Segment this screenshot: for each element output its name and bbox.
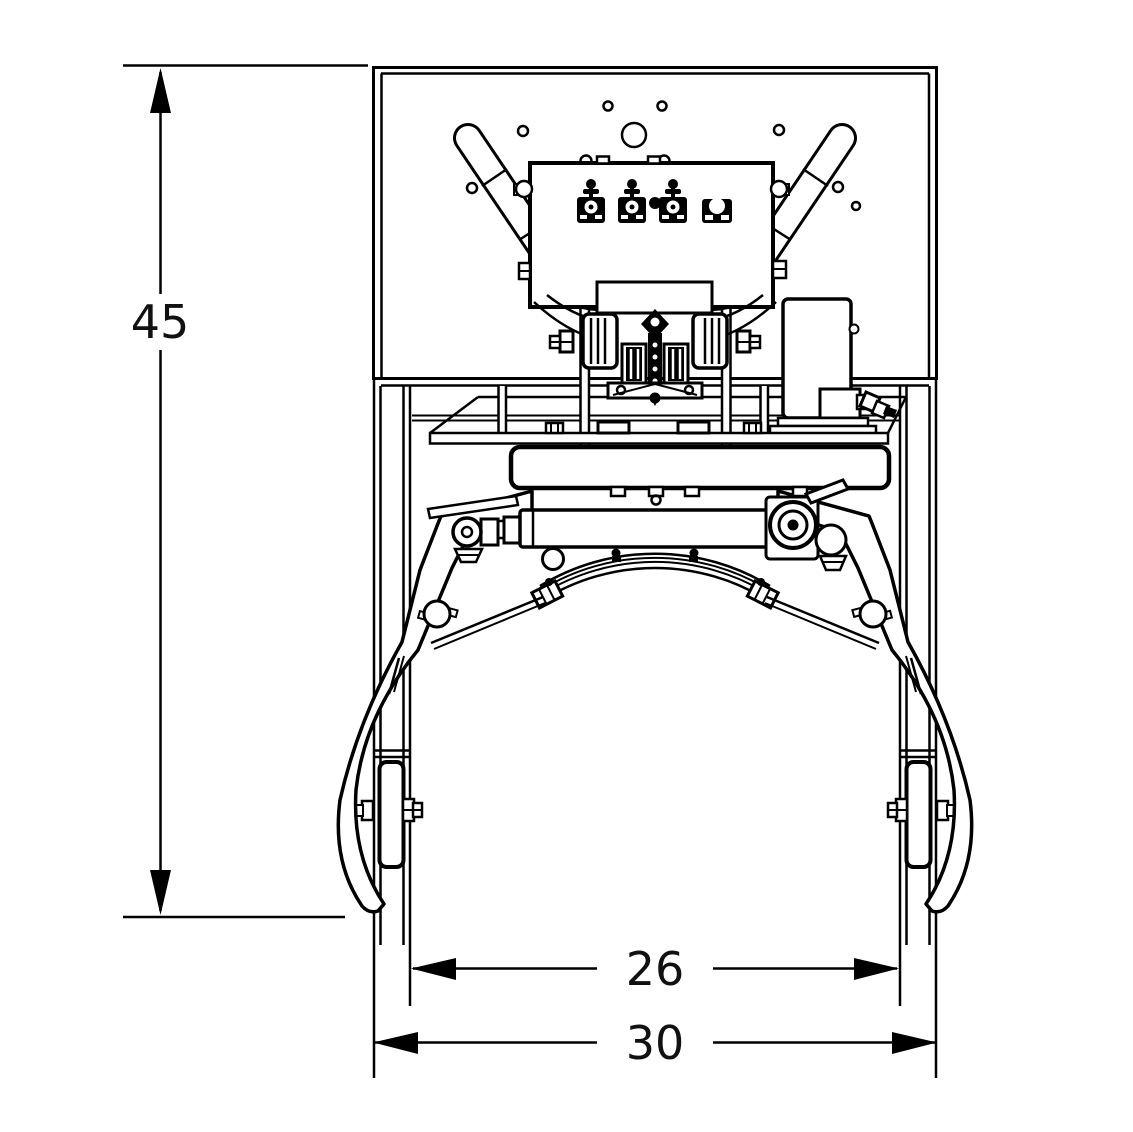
handle-joint-line (481, 167, 508, 188)
panel-side-bolt-icon (514, 179, 534, 199)
right-grab-arm (776, 489, 974, 914)
band-bolt-icon (689, 548, 699, 558)
right-pulley (691, 312, 762, 370)
arrow-up-icon (150, 68, 171, 113)
drum-band (430, 548, 880, 650)
band-stay-line (430, 595, 544, 645)
panel-bolt-holes (465, 100, 862, 212)
handle-joint-line (802, 167, 829, 188)
dimension-outer-width: 30 (373, 1016, 937, 1070)
height-dimension-label: 45 (131, 295, 190, 349)
arrow-right-icon (854, 958, 899, 980)
dimension-inner-width: 26 (411, 942, 899, 996)
left-grab-arm (336, 489, 534, 914)
control-lever-2 (618, 179, 646, 223)
arrow-down-icon (150, 870, 171, 915)
hydraulic-cylinder (426, 478, 851, 572)
right-wheel (904, 760, 933, 869)
control-knob (702, 198, 732, 223)
dimension-height: 45 (123, 64, 368, 919)
left-frame-leg (372, 380, 412, 1078)
arm-knob-icon (858, 599, 888, 629)
arrow-left-icon (373, 1032, 418, 1054)
panel-side-bolt-icon (769, 179, 789, 199)
outer-width-dimension-label: 30 (626, 1016, 685, 1070)
boss-fitting-icon (814, 523, 848, 557)
control-panel (513, 155, 790, 309)
cylinder-body (518, 508, 792, 549)
panel-dot-icon (649, 197, 661, 209)
cylinder-clevis (426, 494, 520, 564)
cylinder-boss (764, 478, 851, 572)
pump-block (818, 387, 862, 420)
control-lever-3 (659, 179, 687, 223)
band-clamp-icon (529, 578, 565, 610)
arm-knob-icon (422, 599, 452, 629)
hydraulic-reservoir (768, 297, 897, 436)
control-lever-1 (577, 179, 605, 223)
arrow-right-icon (892, 1032, 937, 1054)
cross-beam (508, 444, 892, 506)
inner-width-dimension-label: 26 (626, 942, 685, 996)
band-stay-line (766, 595, 880, 645)
deck-shelf (428, 420, 890, 445)
left-wheel (377, 760, 406, 869)
arrow-left-icon (411, 958, 456, 980)
chime-clamp (606, 342, 704, 404)
hose-port-icon (541, 547, 565, 571)
left-pulley (548, 312, 619, 370)
right-frame-leg (898, 380, 938, 1078)
right-caster (886, 749, 956, 869)
band-bolt-icon (611, 548, 621, 558)
left-caster (354, 749, 424, 869)
